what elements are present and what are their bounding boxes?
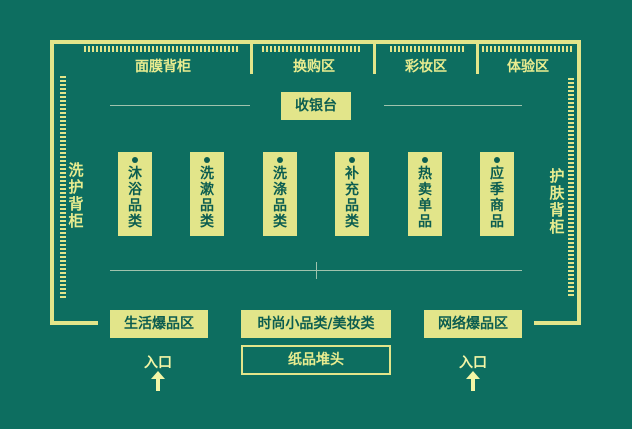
left-wall [50, 40, 54, 324]
shelf-label: 应季商品 [490, 166, 504, 230]
top-divider-1 [250, 40, 253, 74]
zone-experience: 体验区 [507, 59, 549, 75]
zone-life-hot: 生活爆品区 [110, 310, 208, 338]
entrance-right-label: 入口 [459, 355, 487, 371]
aisle-tick [316, 262, 317, 279]
shelf-label: 热卖单品 [418, 166, 432, 230]
top-hatch-2 [262, 46, 362, 52]
right-hatch [568, 76, 574, 296]
right-wall [577, 40, 581, 324]
shelf-dot [132, 157, 138, 163]
zone-online-hot: 网络爆品区 [424, 310, 522, 338]
entrance-left-label: 入口 [144, 355, 172, 371]
shelf-refill: 补充品类 [335, 152, 369, 236]
shelf-bath: 沐浴品类 [118, 152, 152, 236]
checkout-counter: 收银台 [281, 92, 351, 120]
shelf-label: 洗涤品类 [273, 166, 287, 230]
left-bottom-wall [50, 321, 98, 325]
arrow-up-icon [466, 371, 480, 391]
checkout-line-left [110, 105, 250, 106]
right-bottom-wall [534, 321, 581, 325]
zone-mask-cabinet: 面膜背柜 [135, 59, 191, 75]
shelf-dot [277, 157, 283, 163]
shelf-seasonal: 应季商品 [480, 152, 514, 236]
shelf-label: 洗漱品类 [200, 166, 214, 230]
shelf-label: 沐浴品类 [128, 166, 142, 230]
left-hatch [60, 76, 66, 298]
paper-endcap: 纸品堆头 [241, 345, 391, 375]
checkout-line-right [384, 105, 522, 106]
shelf-hot-items: 热卖单品 [408, 152, 442, 236]
top-wall [50, 40, 580, 44]
zone-exchange: 换购区 [293, 59, 335, 75]
zone-fashion-beauty: 时尚小品类/美妆类 [241, 310, 391, 338]
shelf-label: 补充品类 [345, 166, 359, 230]
right-wall-label: 护肤背柜 [549, 167, 565, 236]
zone-makeup: 彩妆区 [405, 59, 447, 75]
top-hatch-4 [482, 46, 572, 52]
top-divider-2 [373, 40, 376, 74]
arrow-up-icon [151, 371, 165, 391]
top-divider-3 [476, 40, 479, 74]
shelf-wash: 洗漱品类 [190, 152, 224, 236]
left-wall-label: 洗护背柜 [68, 161, 84, 230]
shelf-laundry: 洗涤品类 [263, 152, 297, 236]
shelf-dot [494, 157, 500, 163]
shelf-dot [204, 157, 210, 163]
top-hatch-1 [84, 46, 240, 52]
shelf-dot [349, 157, 355, 163]
top-hatch-3 [390, 46, 466, 52]
shelf-dot [422, 157, 428, 163]
